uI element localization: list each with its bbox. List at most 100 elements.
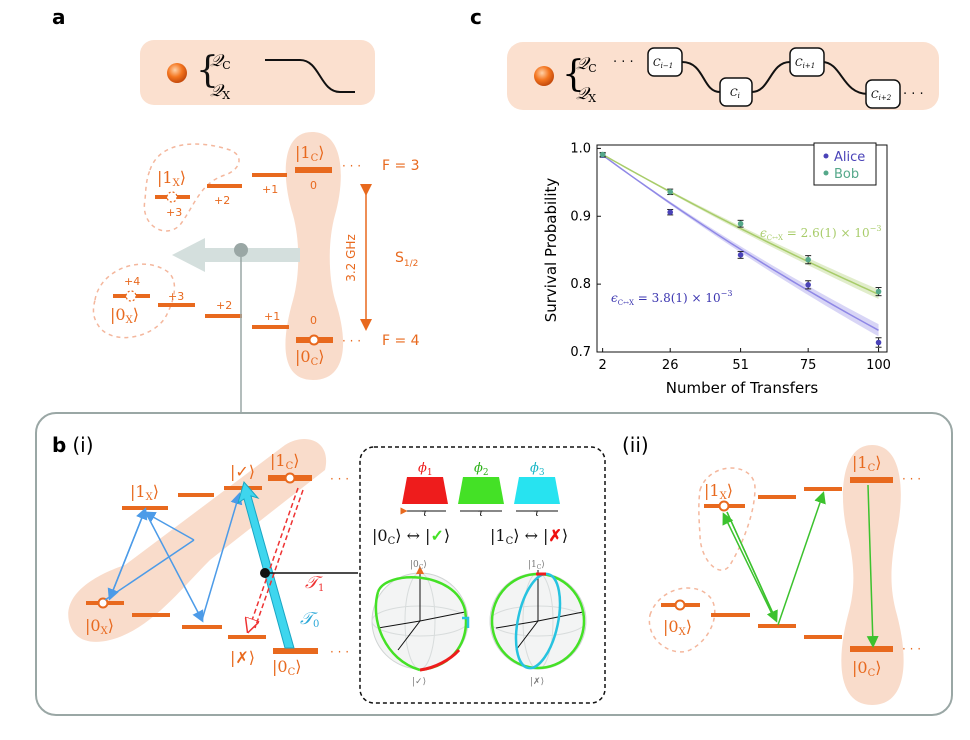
svg-text:{: { [196,50,219,91]
legend-bob: Bob [834,167,859,182]
y-tick-label: 1.0 [570,141,591,156]
f3-label: F = 3 [382,158,420,174]
legend-alice: Alice [834,150,865,165]
m-label-upper-1: +1 [262,183,278,196]
fit-line-alice [602,154,879,331]
x-tick-label: 75 [800,358,817,373]
svg-text:𝒬X: 𝒬X [210,81,230,102]
ion-icon [167,63,187,83]
memory-state-blob-lower [92,263,176,339]
svg-text:Ci: Ci [730,88,740,100]
x-tick-label: 51 [732,358,749,373]
svg-text:· · ·: · · · [902,472,921,486]
m-label-upper-3: +3 [166,206,182,219]
transfer-curve [265,59,355,93]
bloch-sphere-left: |0C⟩ |✓⟩ [371,560,470,687]
data-point-alice [805,282,811,288]
data-point-alice [737,252,744,258]
phi3-label: ϕ3 [530,461,545,478]
t1-pulse-arrow [250,487,299,626]
m-label-upper-0: 0 [310,179,317,192]
splitting-label: 3.2 GHz [344,234,358,282]
phi2-label: ϕ2 [474,461,489,478]
data-point-bob [875,288,882,295]
panel-a-qubit-box: { 𝒬C 𝒬X [140,40,375,105]
data-point-bob [737,220,744,227]
b-state-0x-label: |0X⟩ [85,616,114,637]
b-ii-state-0c-label: |0C⟩ [852,658,881,679]
legend-box [813,142,877,186]
clock-state-blob [285,132,344,380]
data-point-bob [599,151,606,158]
b-ii-state-1x-label: |1X⟩ [704,481,733,502]
gate-c-i-minus-1 [647,47,683,77]
pulse-inset: ϕ1 ϕ2 ϕ3 τ τ τ |0C⟩ ↔ |✓⟩ |1C⟩ ↔ |✗⟩ [359,446,606,704]
panel-b-i-diagram: |1X⟩ |0X⟩ |1C⟩ |0C⟩ |✓⟩ |✗⟩ 𝒯1 𝒯0 · · · … [68,438,358,678]
gate-c-i-plus-2 [865,79,901,109]
y-tick-label: 0.8 [570,277,591,292]
svg-text:· · ·: · · · [342,159,361,173]
bloch-left-top: |0C⟩ [410,560,427,571]
panel-label-b-ii: (ii) [622,433,649,457]
tau-label-2: τ [478,508,484,519]
panel-a-level-diagram: +3 +2 +1 0 +4 +3 +2 +1 0 |1X⟩ |0X⟩ |1C⟩ … [92,132,420,413]
t0-label: 𝒯0 [300,609,319,630]
pulse-phi3-icon [514,477,560,504]
fit-line-bob [602,153,879,295]
svg-text:𝒬X: 𝒬X [576,84,596,105]
b-state-1c-label: |1C⟩ [270,451,299,472]
b-ii-state-0x-label: |0X⟩ [663,617,692,638]
bloch-right-top: |1C⟩ [528,560,545,571]
state-0c-label: |0C⟩ [295,347,324,368]
svg-text:{: { [562,54,585,95]
panel-label-a: a [52,5,66,29]
pulse-phi1-icon [402,477,448,504]
panel-b-ii-diagram: |1X⟩ |0X⟩ |1C⟩ |0C⟩ · · · · · · [648,445,921,705]
m-label-lower-3: +3 [168,290,184,303]
tau-label-3: τ [534,508,540,519]
gate-c-i-plus-1 [789,47,825,77]
svg-text:b(i): b (i) [52,433,94,457]
svg-text:Ci−1: Ci−1 [653,58,673,70]
dots-right: · · · [903,87,924,102]
fit-annotation-alice: ϵC↔X = 3.8(1) × 10−3 [611,289,732,307]
panel-label-b: b [52,433,66,457]
svg-text:𝒬C: 𝒬C [576,54,597,75]
chart-frame [596,144,888,353]
transfer-arrow [172,238,300,272]
x-axis-label: Number of Transfers [666,379,819,397]
qubit-c-label: 𝒬 [210,51,225,71]
b-state-1x-label: |1X⟩ [130,482,159,503]
data-point-alice [875,339,882,346]
data-point-bob [667,189,674,195]
qubit-x-label: 𝒬 [210,81,225,101]
bloch-left-bottom: |✓⟩ [412,677,426,687]
fit-annotation-bob: ϵC↔X = 2.6(1) × 10−3 [760,224,881,242]
svg-text:· · ·: · · · [330,472,349,486]
t0-pulse-arrow [237,480,295,649]
svg-text:· · ·: · · · [330,645,349,659]
f4-label: F = 4 [382,333,420,349]
bloch-right-bottom: |✗⟩ [530,677,544,687]
b-ii-lower-dash-blob [648,587,716,653]
m-label-lower-1: +1 [264,310,280,323]
dots-left: · · · [613,55,634,70]
ion-icon-c [534,66,554,86]
panel-b-frame [35,412,953,716]
panel-label-c: c [470,5,482,29]
b-ii-state-1c-label: |1C⟩ [852,453,881,474]
check-state-label: |✓⟩ [230,462,255,481]
y-axis-label: Survival Probability [542,178,560,323]
c-qubit-x-label: 𝒬 [576,84,591,104]
tau-label-1: τ [422,508,428,519]
phi1-label: ϕ1 [418,461,433,478]
map-left-label: |0C⟩ ↔ |✓⟩ [372,526,450,547]
panel-label-b-i: (i) [72,433,93,457]
cross-state-label: |✗⟩ [230,648,255,667]
map-right-label: |1C⟩ ↔ |✗⟩ [490,526,568,547]
svg-text:𝒬C: 𝒬C [210,51,231,72]
state-0x-label: |0X⟩ [110,305,139,326]
data-point-bob [805,256,811,263]
svg-text:Ci+1: Ci+1 [795,58,815,70]
x-tick-label: 100 [866,358,891,373]
